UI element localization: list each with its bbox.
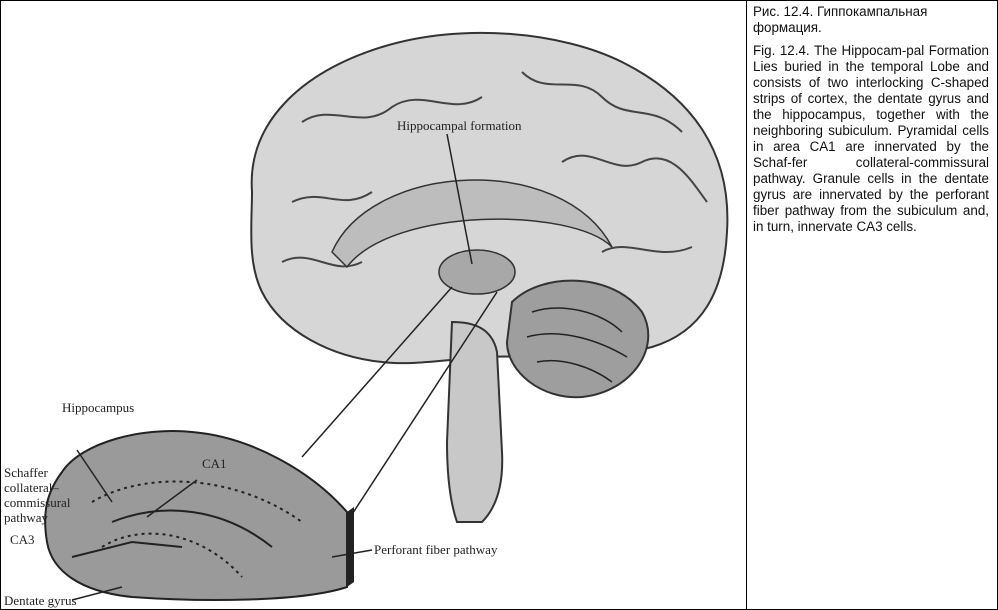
brain-illustration: Hippocampal formation Hippocampus Schaff…	[2, 2, 744, 608]
label-dentate: Dentate gyrus	[4, 593, 77, 608]
brain-stem	[447, 322, 502, 522]
cerebellum	[507, 281, 648, 398]
label-schaffer-1: Schaffer	[4, 465, 48, 480]
caption-english: Fig. 12.4. The Hippocam-pal Formation Li…	[753, 43, 989, 235]
label-schaffer-2: collateral–	[4, 480, 59, 495]
label-ca1: CA1	[202, 456, 227, 471]
label-perforant: Perforant fiber pathway	[374, 542, 498, 557]
label-ca3: CA3	[10, 532, 35, 547]
label-schaffer-3: commissural	[4, 495, 71, 510]
label-hippocampal-formation: Hippocampal formation	[397, 118, 522, 133]
column-divider	[746, 0, 747, 610]
label-schaffer-4: pathway	[4, 510, 49, 525]
label-hippocampus: Hippocampus	[62, 400, 134, 415]
figure-caption: Рис. 12.4. Гиппокампальная формация. Fig…	[753, 4, 989, 242]
hippocampal-formation-mark	[439, 250, 515, 294]
caption-russian: Рис. 12.4. Гиппокампальная формация.	[753, 4, 989, 36]
